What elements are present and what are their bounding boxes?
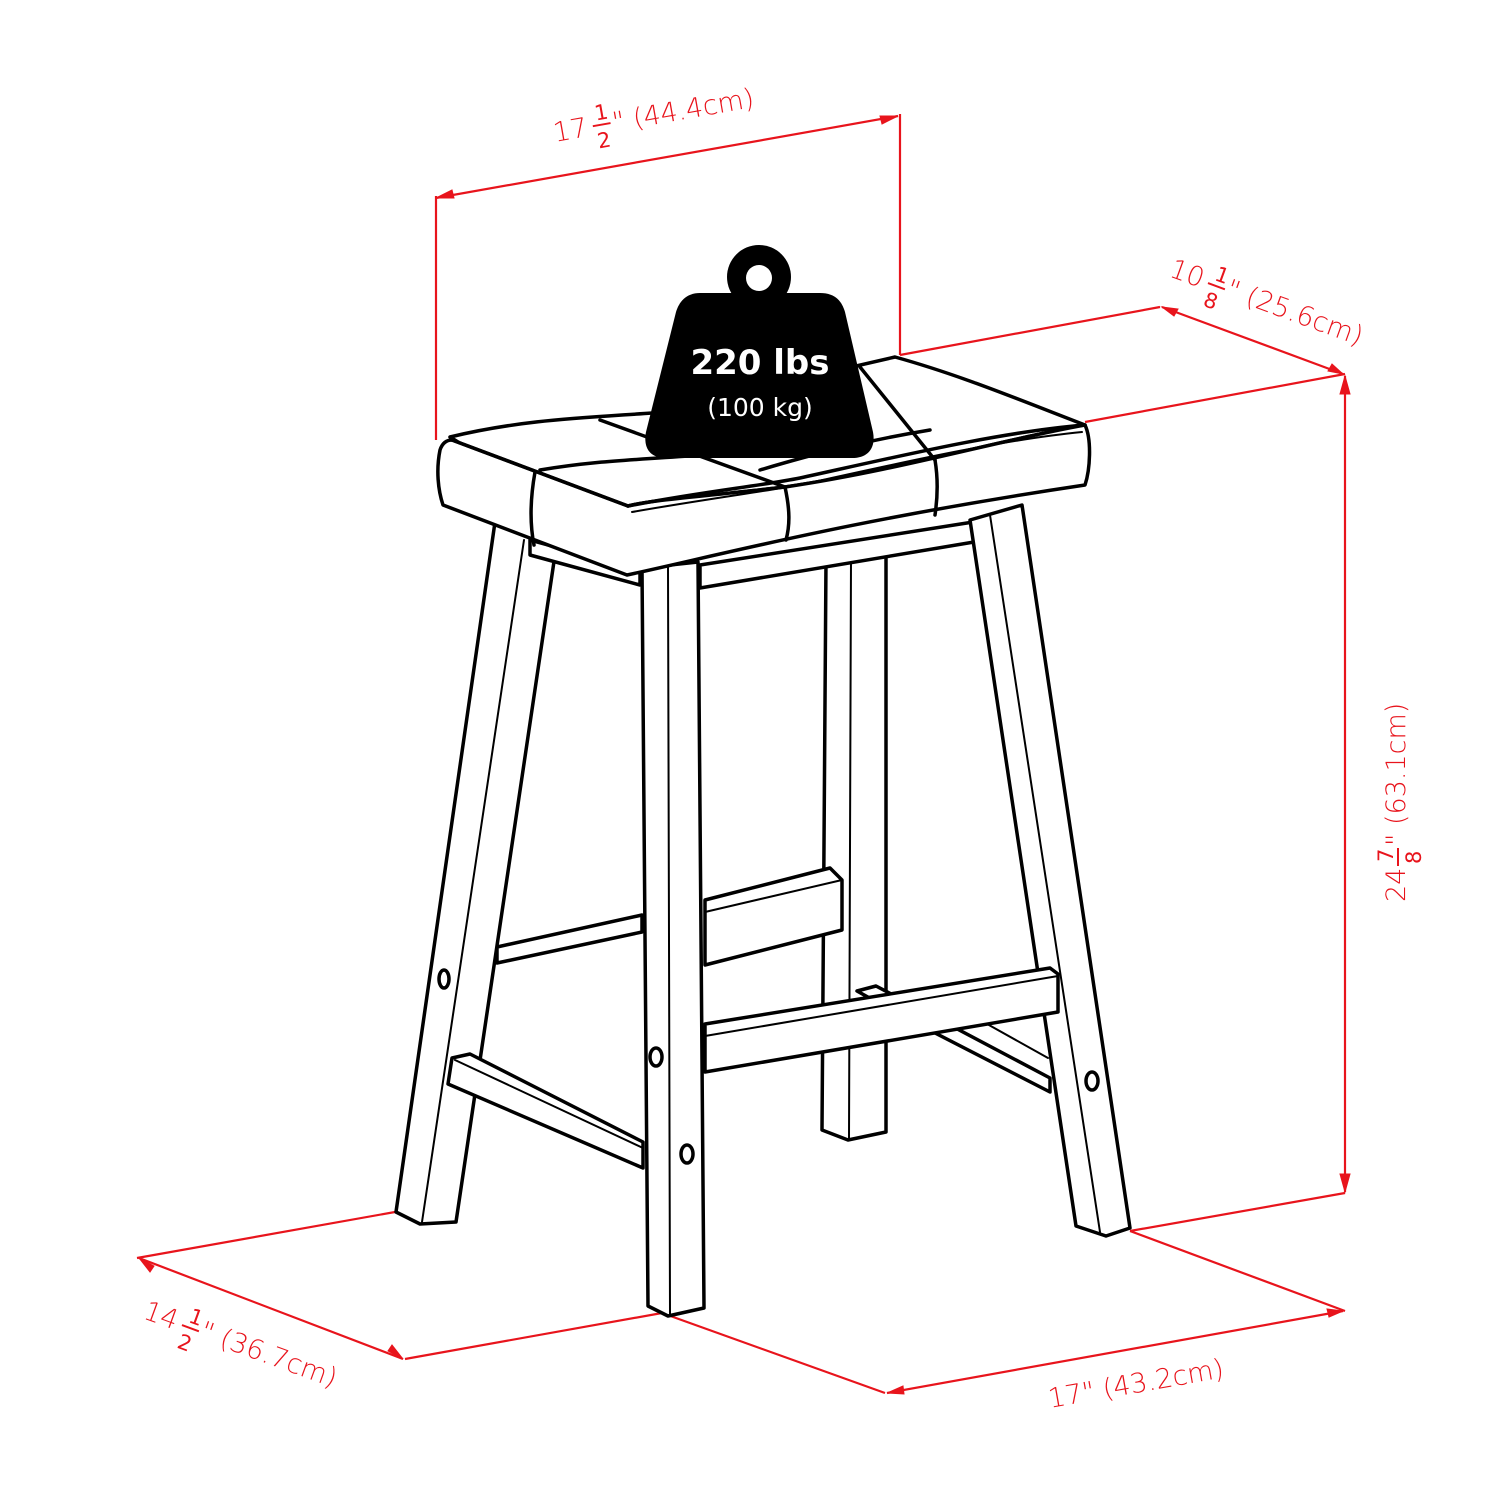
- screw-hole-icon: [648, 1046, 664, 1068]
- front-left-leg: [640, 560, 706, 1318]
- base-width-label: 17" (43.2cm): [1046, 1354, 1226, 1415]
- front-right-leg: [968, 503, 1132, 1238]
- screw-hole-icon: [679, 1143, 695, 1165]
- svg-text:17" (43.2cm): 17" (43.2cm): [1046, 1354, 1226, 1415]
- svg-text:2: 2: [595, 127, 612, 153]
- arrowhead-icon: [387, 1344, 404, 1360]
- arrowhead-icon: [1326, 1308, 1345, 1318]
- svg-text:8: 8: [1200, 288, 1221, 315]
- svg-text:1: 1: [593, 100, 610, 126]
- arrowhead-icon: [1339, 1173, 1351, 1194]
- seat-depth-label: 10 1 8 " (25.6cm): [1166, 253, 1368, 352]
- arrowhead-icon: [879, 115, 899, 125]
- rear-left-stretcher: [495, 866, 844, 967]
- front-left-stretcher: [446, 1052, 645, 1170]
- arrowhead-icon: [886, 1385, 905, 1395]
- arrowhead-icon: [1339, 374, 1351, 395]
- weight-capacity-icon: 220 lbs (100 kg): [645, 245, 874, 458]
- arrowhead-icon: [435, 189, 455, 199]
- svg-text:" (25.6cm): " (25.6cm): [1222, 274, 1367, 352]
- svg-text:" (44.4cm): " (44.4cm): [610, 83, 757, 138]
- arrowhead-icon: [138, 1257, 155, 1273]
- stool-drawing: 220 lbs (100 kg): [394, 245, 1132, 1318]
- front-stretcher: [703, 966, 1060, 1074]
- height-label: 24 7 8 " (63.1cm): [1374, 703, 1426, 902]
- base-depth-label: 14 1 2 " (36.7cm): [140, 1295, 342, 1394]
- seat-width-label: 17 1 2 " (44.4cm): [551, 83, 757, 153]
- svg-text:24: 24: [1381, 868, 1412, 902]
- svg-text:8: 8: [1402, 851, 1426, 864]
- screw-hole-icon: [1084, 1070, 1100, 1092]
- svg-text:17: 17: [551, 112, 590, 148]
- weight-capacity-lbs: 220 lbs: [690, 343, 829, 383]
- arrowhead-icon: [1327, 363, 1345, 375]
- svg-text:10: 10: [1166, 253, 1209, 294]
- dimension-lines: [136, 114, 1351, 1395]
- screw-hole-icon: [437, 968, 451, 990]
- svg-text:7: 7: [1374, 849, 1398, 862]
- weight-capacity-kg: (100 kg): [707, 393, 813, 422]
- svg-text:2: 2: [174, 1330, 195, 1357]
- svg-text:14: 14: [140, 1295, 183, 1336]
- arrowhead-icon: [1160, 306, 1179, 317]
- svg-text:" (63.1cm): " (63.1cm): [1381, 703, 1412, 846]
